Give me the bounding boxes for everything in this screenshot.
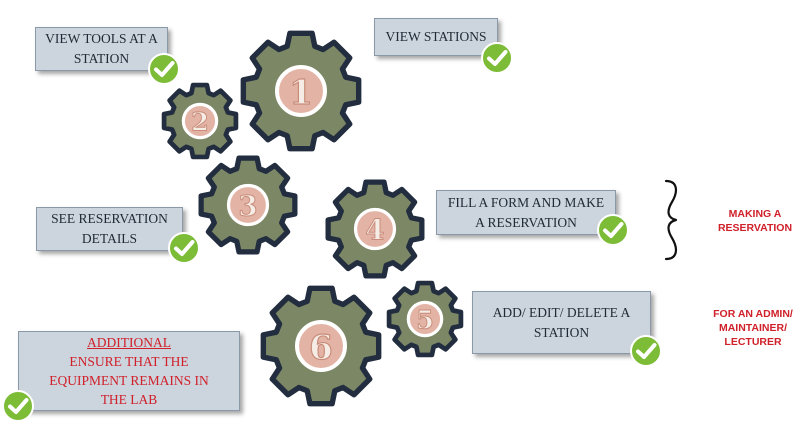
gear-3: 3 xyxy=(196,153,300,257)
checkmark-circle-icon xyxy=(481,42,513,74)
step-view-stations-box: VIEW STATIONS xyxy=(374,18,498,56)
step-text: DETAILS xyxy=(81,231,138,246)
step-text: STATION xyxy=(533,324,590,340)
gear-number: 4 xyxy=(365,214,384,247)
additional-title: ADDITIONAL xyxy=(87,335,171,350)
step-text: EQUIPMENT REMAINS IN xyxy=(49,373,209,388)
step-view-tools-box: VIEW TOOLS AT A STATION xyxy=(35,27,168,71)
step-text: VIEW TOOLS AT A xyxy=(45,31,158,46)
step-text: STATION xyxy=(73,51,130,66)
step-text: A RESERVATION xyxy=(475,214,577,230)
step-text: SEE RESERVATION xyxy=(51,211,168,226)
side-label-line: FOR AN ADMIN/ xyxy=(713,308,793,320)
step-text: FILL A FORM AND MAKE xyxy=(447,194,605,210)
side-label-line: RESERVATION xyxy=(717,222,793,234)
making-reservation-label: MAKING A RESERVATION xyxy=(702,207,808,235)
step-text: ADD/ EDIT/ DELETE A xyxy=(492,304,631,320)
checkmark-circle-icon xyxy=(597,214,629,246)
gear-1: 1 xyxy=(237,27,365,155)
step-text: THE LAB xyxy=(100,392,158,407)
side-label-line: LECTURER xyxy=(724,336,782,348)
gear-2: 2 xyxy=(159,80,241,162)
step-see-reservation-box: SEE RESERVATION DETAILS xyxy=(36,207,183,251)
side-label-line: MAINTAINER/ xyxy=(718,322,788,334)
side-label-line: MAKING A xyxy=(728,208,782,220)
gear-icon: 1 xyxy=(237,27,365,155)
curly-brace-icon xyxy=(664,179,678,261)
gear-number: 6 xyxy=(309,328,333,368)
step-additional-box: ADDITIONAL ENSURE THAT THE EQUIPMENT REM… xyxy=(18,331,240,411)
checkmark-circle-icon xyxy=(148,53,180,85)
gear-number: 2 xyxy=(191,108,209,138)
gear-number: 5 xyxy=(416,306,434,336)
checkmark-circle-icon xyxy=(2,390,34,422)
step-add-edit-box: ADD/ EDIT/ DELETE A STATION xyxy=(472,291,651,354)
gear-4: 4 xyxy=(323,177,427,281)
gear-6: 6 xyxy=(257,282,385,410)
checkmark-circle-icon xyxy=(168,232,200,264)
step-fill-form-box: FILL A FORM AND MAKE A RESERVATION xyxy=(436,190,616,235)
gear-number: 1 xyxy=(289,73,313,113)
step-text: ENSURE THAT THE xyxy=(69,354,189,369)
gear-number: 3 xyxy=(238,190,257,223)
admin-label: FOR AN ADMIN/ MAINTAINER/ LECTURER xyxy=(700,307,806,349)
step-text: VIEW STATIONS xyxy=(385,29,487,44)
gear-5: 5 xyxy=(384,278,466,360)
checkmark-circle-icon xyxy=(630,335,662,367)
